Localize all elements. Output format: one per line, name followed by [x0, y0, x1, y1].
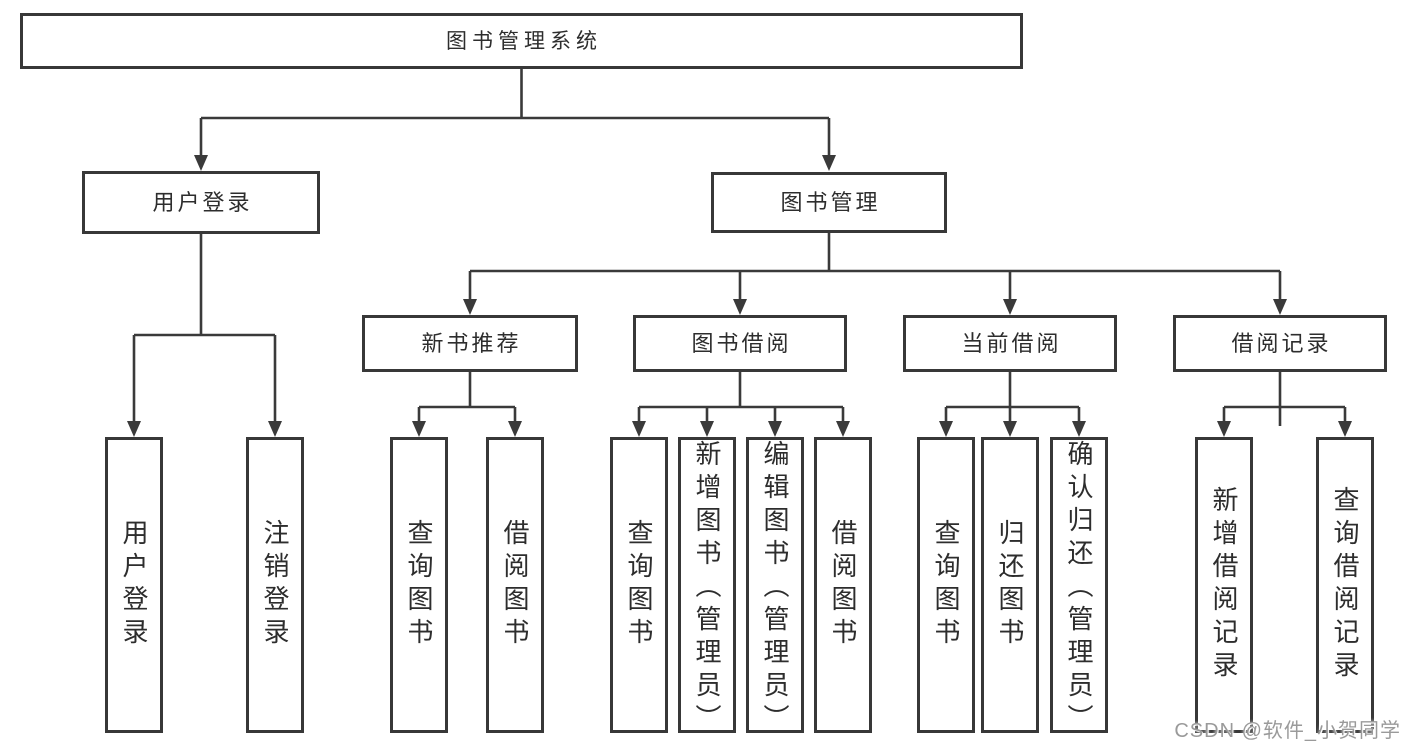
- arrowhead-icon: [1003, 299, 1017, 315]
- leaf-confirm-return-admin: 确认归还（管理员）: [1050, 437, 1108, 737]
- leaf-query-books-current: 查询图书: [917, 437, 975, 733]
- node-user-login: 用户登录: [82, 171, 320, 234]
- leaf-edit-books-admin: 编辑图书（管理员）: [746, 437, 804, 737]
- watermark-text: CSDN @软件_小贺同学: [1174, 720, 1401, 742]
- leaf-borrow-books-recommend: 借阅图书: [486, 437, 544, 733]
- connector-borrow-records: [1222, 372, 1347, 426]
- connector-book-borrow: [637, 372, 845, 426]
- node-new-book-recommend: 新书推荐: [362, 315, 578, 372]
- node-book-management: 图书管理: [711, 172, 947, 233]
- connector-book-management: [468, 233, 1282, 304]
- arrowhead-icon: [463, 299, 477, 315]
- arrowhead-icon: [194, 155, 208, 171]
- node-book-borrow: 图书借阅: [633, 315, 847, 372]
- leaf-user-login: 用户登录: [105, 437, 163, 733]
- arrowhead-icon: [700, 421, 714, 437]
- leaf-query-books-recommend: 查询图书: [390, 437, 448, 733]
- arrowhead-icon: [822, 155, 836, 171]
- leaf-add-borrow-record: 新增借阅记录: [1195, 437, 1253, 733]
- connector-new-book-recommend: [417, 372, 517, 426]
- arrowhead-icon: [268, 421, 282, 437]
- leaf-borrow-books: 借阅图书: [814, 437, 872, 733]
- node-library-system: 图书管理系统: [20, 13, 1023, 69]
- leaf-logout: 注销登录: [246, 437, 304, 733]
- arrowhead-icon: [632, 421, 646, 437]
- arrowhead-icon: [1273, 299, 1287, 315]
- connector-user-login: [132, 234, 277, 426]
- arrowhead-icon: [1072, 421, 1086, 437]
- arrowhead-icon: [836, 421, 850, 437]
- node-borrow-records: 借阅记录: [1173, 315, 1387, 372]
- arrowhead-icon: [412, 421, 426, 437]
- arrowhead-icon: [1217, 421, 1231, 437]
- arrowhead-icon: [1338, 421, 1352, 437]
- arrowhead-icon: [733, 299, 747, 315]
- leaf-return-books: 归还图书: [981, 437, 1039, 733]
- connector-current-borrow: [944, 372, 1081, 426]
- arrowhead-icon: [1003, 421, 1017, 437]
- node-current-borrow: 当前借阅: [903, 315, 1117, 372]
- leaf-query-books-borrow: 查询图书: [610, 437, 668, 733]
- arrowhead-icon: [127, 421, 141, 437]
- arrowhead-icon: [939, 421, 953, 437]
- leaf-add-books-admin: 新增图书（管理员）: [678, 437, 736, 737]
- leaf-query-borrow-record: 查询借阅记录: [1316, 437, 1374, 733]
- connector-root: [199, 69, 831, 160]
- arrowhead-icon: [508, 421, 522, 437]
- arrowhead-icon: [768, 421, 782, 437]
